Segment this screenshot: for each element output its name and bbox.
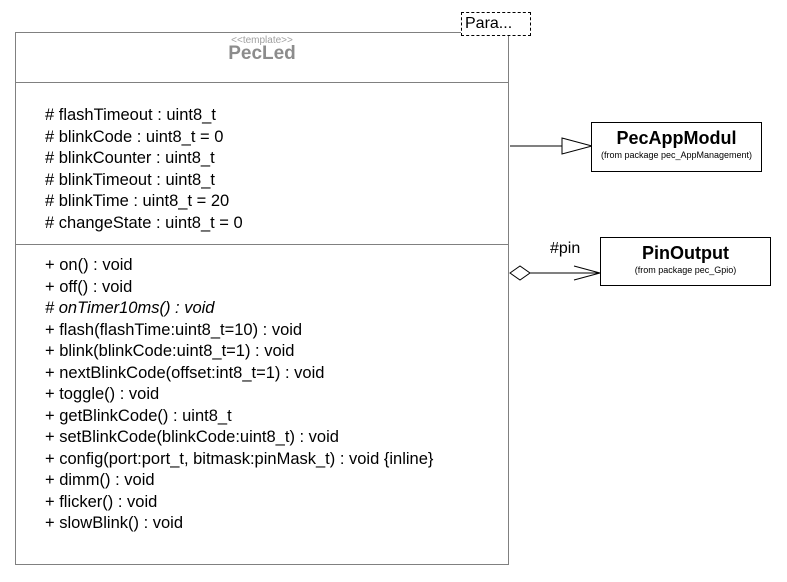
class-stereotype: <<template>> (231, 35, 293, 46)
attribute-item: # blinkTimeout : uint8_t (45, 170, 215, 189)
operation-list: + on() : void + off() : void # onTimer10… (45, 255, 433, 535)
attribute-item: # blinkCode : uint8_t = 0 (45, 127, 224, 146)
operation-item: + toggle() : void (45, 385, 160, 403)
operation-item: + off() : void (45, 277, 133, 296)
name-separator (16, 82, 508, 83)
attribute-item: # blinkCounter : uint8_t (45, 149, 215, 167)
operation-item: + flicker() : void (45, 492, 158, 511)
class-pecappmodul[interactable]: PecAppModul (from package pec_AppManagem… (591, 122, 762, 172)
pinoutput-name: PinOutput (642, 243, 729, 263)
operation-item: + config(port:port_t, bitmask:pinMask_t)… (45, 449, 434, 468)
class-pinoutput[interactable]: PinOutput (from package pec_Gpio) (600, 237, 771, 286)
attribute-item: # blinkTime : uint8_t = 20 (45, 192, 230, 210)
attribute-separator (16, 244, 508, 245)
operation-item: + nextBlinkCode(offset:int8_t=1) : void (45, 363, 325, 382)
operation-item: # onTimer10ms() : void (45, 299, 215, 317)
operation-item: + blink(blinkCode:uint8_t=1) : void (45, 342, 295, 360)
attribute-list: # flashTimeout : uint8_t # blinkCode : u… (45, 105, 243, 234)
operation-item: + setBlinkCode(blinkCode:uint8_t) : void (45, 428, 339, 446)
operation-item: + flash(flashTime:uint8_t=10) : void (45, 320, 303, 339)
pinoutput-package: (from package pec_Gpio) (634, 265, 737, 275)
class-name: PecLed (228, 43, 296, 64)
template-parameter-box[interactable]: Para... (461, 12, 531, 36)
pecappmodul-name: PecAppModul (616, 128, 737, 148)
operation-item: + on() : void (45, 256, 133, 274)
attribute-item: # changeState : uint8_t = 0 (45, 213, 243, 232)
attribute-item: # flashTimeout : uint8_t (45, 106, 216, 124)
operation-item: + getBlinkCode() : uint8_t (45, 406, 232, 425)
pecappmodul-package: (from package pec_AppManagement) (600, 150, 753, 160)
operation-item: + dimm() : void (45, 471, 155, 489)
generalization-arrowhead (561, 137, 594, 155)
class-peclled[interactable]: <<template>> PecLed # flashTimeout : uin… (15, 32, 509, 565)
aggregation-diamond (509, 265, 531, 281)
operation-item: + slowBlink() : void (45, 514, 184, 532)
association-role-label: #pin (550, 240, 581, 257)
